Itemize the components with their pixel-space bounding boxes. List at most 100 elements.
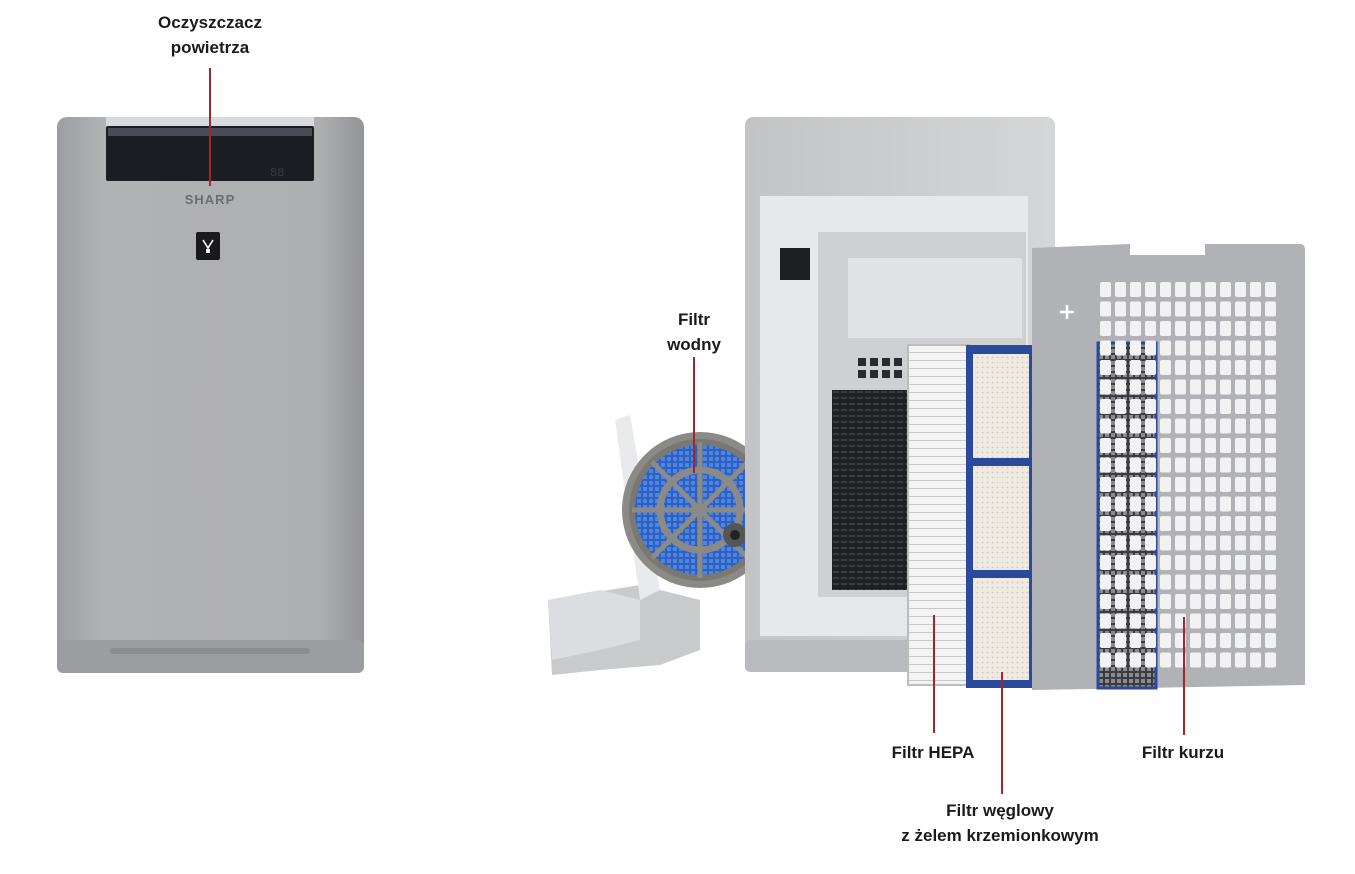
label-hepa-filter: Filtr HEPA [891,743,975,762]
grille-hole [1235,340,1246,356]
grille-hole [1115,321,1126,336]
dust-filter-panel [1032,244,1305,690]
grille-hole [1160,574,1171,590]
grille-hole [1130,652,1141,668]
grille-hole [1115,496,1126,512]
grille-hole [1205,321,1216,336]
grille-hole [1220,379,1231,395]
grille-hole [1205,633,1216,648]
grille-hole [1205,360,1216,375]
grille-hole [1265,321,1276,336]
grille-hole [1115,340,1126,356]
grille-hole [1115,438,1126,453]
grille-hole [1235,652,1246,668]
grille-hole [1190,340,1201,356]
grille-hole [1160,496,1171,512]
grille-hole [1205,496,1216,512]
grille-hole [1160,340,1171,356]
label-water-filter-line2: wodny [667,335,721,354]
grille-hole [1235,418,1246,434]
grille-hole [1220,477,1231,492]
grille-hole [1130,399,1141,414]
grille-hole [1205,379,1216,395]
grille-hole [1220,535,1231,551]
grille-hole [1100,477,1111,492]
grille-hole [1160,594,1171,609]
grille-hole [1220,594,1231,609]
grille-hole [1175,457,1186,473]
grille-hole [1190,613,1201,629]
grille-hole [1145,321,1156,336]
grille-hole [1205,282,1216,297]
grille-hole [1190,301,1201,317]
label-water-filter-line1: Filtr [677,310,711,329]
grille-hole [1235,496,1246,512]
grille-hole [1145,535,1156,551]
grille-hole [1160,457,1171,473]
grille-hole [1160,535,1171,551]
grille-hole [1100,496,1111,512]
label-carbon-filter-line2: z żelem krzemionkowym [901,826,1099,845]
grille-hole [1130,282,1141,297]
grille-hole [1190,360,1201,375]
grille-hole [1250,516,1261,531]
grille-hole [1115,574,1126,590]
sharp-logo: SHARP [184,192,236,207]
grille-hole [1190,399,1201,414]
grille-hole [1250,360,1261,375]
grille-hole [1190,321,1201,336]
grille-hole [1265,438,1276,453]
grille-hole [1250,652,1261,668]
grille-hole [1235,457,1246,473]
grille-hole [1190,477,1201,492]
grille-hole [1160,379,1171,395]
grille-hole [1160,652,1171,668]
grille-hole [1100,418,1111,434]
svg-text:88: 88 [270,166,284,180]
grille-hole [1115,399,1126,414]
grille-hole [1160,633,1171,648]
grille-hole [1250,496,1261,512]
grille-hole [1100,340,1111,356]
grille-hole [1250,555,1261,570]
grille-hole [1130,340,1141,356]
grille-hole [1190,457,1201,473]
grille-hole [1205,418,1216,434]
grille-hole [1175,399,1186,414]
grille-hole [1235,399,1246,414]
grille-hole [1235,555,1246,570]
grille-hole [1160,282,1171,297]
grille-hole [1160,418,1171,434]
grille-hole [1205,438,1216,453]
grille-hole [1145,574,1156,590]
grille-hole [1160,438,1171,453]
grille-hole [1250,477,1261,492]
grille-hole [1175,360,1186,375]
grille-hole [1220,418,1231,434]
grille-hole [1100,321,1111,336]
grille-hole [1235,516,1246,531]
grille-hole [1265,516,1276,531]
grille-hole [1190,535,1201,551]
grille-hole [1100,301,1111,317]
grille-hole [1130,379,1141,395]
grille-hole [1130,535,1141,551]
grille-hole [1145,555,1156,570]
grille-hole [1100,594,1111,609]
grille-hole [1250,321,1261,336]
grille-hole [1100,652,1111,668]
grille-hole [1250,457,1261,473]
grille-hole [1115,633,1126,648]
grille-hole [1235,613,1246,629]
grille-hole [1100,633,1111,648]
grille-hole [1145,301,1156,317]
grille-hole [1175,496,1186,512]
grille-hole [1205,535,1216,551]
grille-hole [1250,438,1261,453]
grille-hole [1130,633,1141,648]
grille-hole [1250,301,1261,317]
grille-hole [1115,457,1126,473]
grille-hole [1160,360,1171,375]
grille-hole [1265,457,1276,473]
grille-hole [1235,594,1246,609]
